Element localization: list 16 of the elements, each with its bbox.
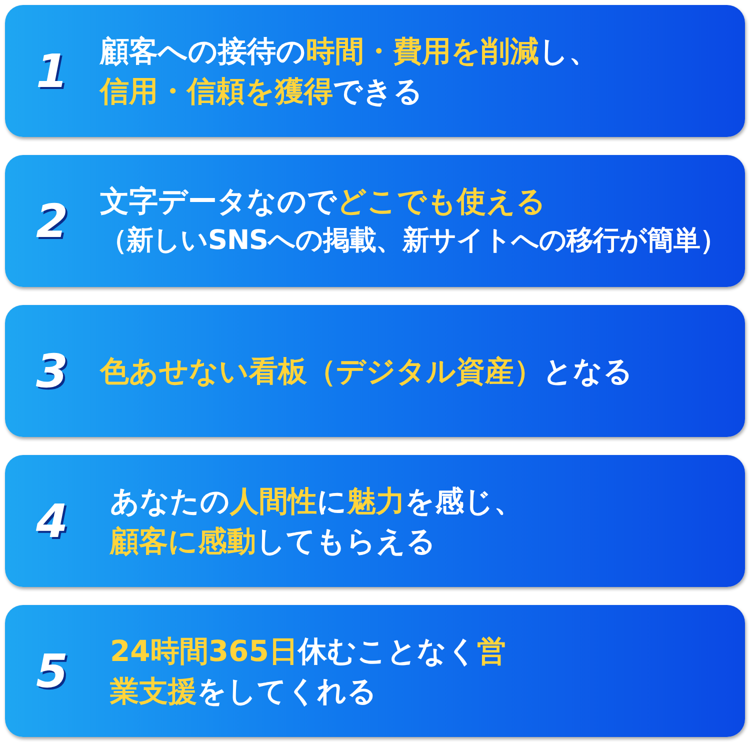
item-text: 色あせない看板（デジタル資産）となる <box>100 353 634 390</box>
item-text: 24時間365日休むことなく営業支援をしてくれる <box>110 633 507 710</box>
step-number: 4 <box>34 494 69 548</box>
step-number: 5 <box>34 644 69 698</box>
step-number: 2 <box>34 194 69 248</box>
item-text: あなたの人間性に魅力を感じ、顧客に感動してもらえる <box>110 483 524 560</box>
item-card <box>5 455 745 587</box>
step-number: 3 <box>34 344 69 398</box>
item-text: 文字データなのでどこでも使える <box>100 183 547 220</box>
item-card <box>5 155 745 287</box>
item-card <box>5 605 745 737</box>
step-number: 1 <box>34 44 69 98</box>
item-text: 顧客への接待の時間・費用を削減し、信用・信頼を獲得できる <box>100 33 599 110</box>
item-card <box>5 5 745 137</box>
item-card <box>5 305 745 437</box>
item-text: （新しいSNSへの掲載、新サイトへの移行が簡単） <box>100 224 728 258</box>
